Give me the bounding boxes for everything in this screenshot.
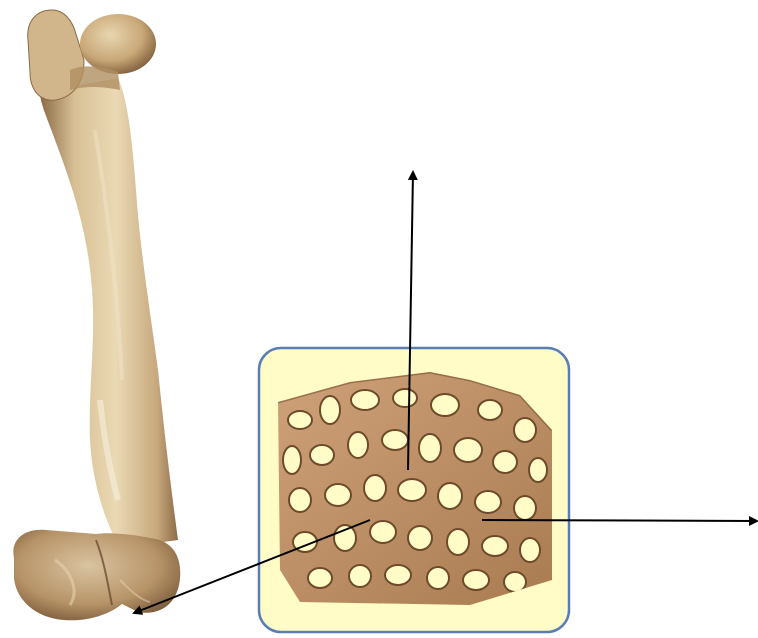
trabecular-bone-image xyxy=(270,370,560,610)
femur-shaft xyxy=(40,78,178,548)
trabecular-bone-panel xyxy=(259,348,569,632)
femur-image xyxy=(13,10,180,620)
arrow-right xyxy=(482,520,757,521)
femur-head xyxy=(80,14,156,74)
